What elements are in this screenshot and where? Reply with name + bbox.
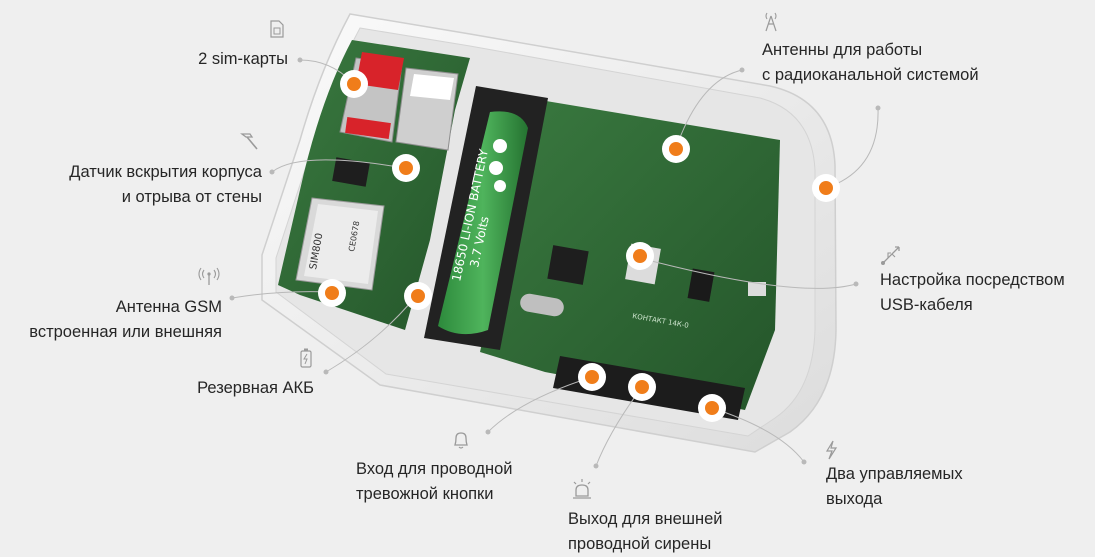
sim-holders — [339, 52, 459, 151]
battery-icon — [300, 348, 312, 368]
marker-usb[interactable] — [626, 242, 654, 270]
marker-siren[interactable] — [628, 373, 656, 401]
feature-markers — [318, 70, 840, 422]
bell-icon — [452, 430, 470, 450]
marker-outputs[interactable] — [698, 394, 726, 422]
label-siren: Выход для внешней проводной сирены — [568, 510, 723, 553]
marker-alarm[interactable] — [578, 363, 606, 391]
sim-card-icon — [270, 20, 284, 38]
antenna-icon — [198, 266, 220, 286]
label-outputs: Два управляемых выхода — [826, 465, 963, 508]
marker-battery[interactable] — [404, 282, 432, 310]
usb-port — [748, 282, 766, 296]
pcb-chips: КОНТАКТ 14К-0 — [332, 157, 715, 330]
hammer-icon — [238, 130, 260, 152]
marker-sim[interactable] — [340, 70, 368, 98]
gsm-module: SIM800 CE0678 — [295, 197, 385, 291]
leader-dots — [229, 57, 881, 469]
marker-radio-2[interactable] — [812, 174, 840, 202]
siren-icon — [570, 478, 594, 500]
marker-tamper[interactable] — [392, 154, 420, 182]
radio-tower-icon — [760, 10, 782, 32]
label-tamper: Датчик вскрытия корпуса и отрыва от стен… — [69, 163, 262, 206]
label-alarm: Вход для проводной тревожной кнопки — [356, 460, 513, 503]
label-battery: Резервная АКБ — [197, 379, 314, 397]
lightning-icon — [824, 440, 838, 460]
label-usb: Настройка посредством USB-кабеля — [880, 271, 1065, 314]
marker-gsm[interactable] — [318, 279, 346, 307]
label-radio: Антенны для работы с радиоканальной сист… — [762, 41, 979, 84]
marker-radio-1[interactable] — [662, 135, 690, 163]
label-sim: 2 sim-карты — [198, 50, 288, 68]
label-gsm: Антенна GSM встроенная или внешняя — [29, 298, 222, 341]
usb-icon — [880, 244, 902, 266]
